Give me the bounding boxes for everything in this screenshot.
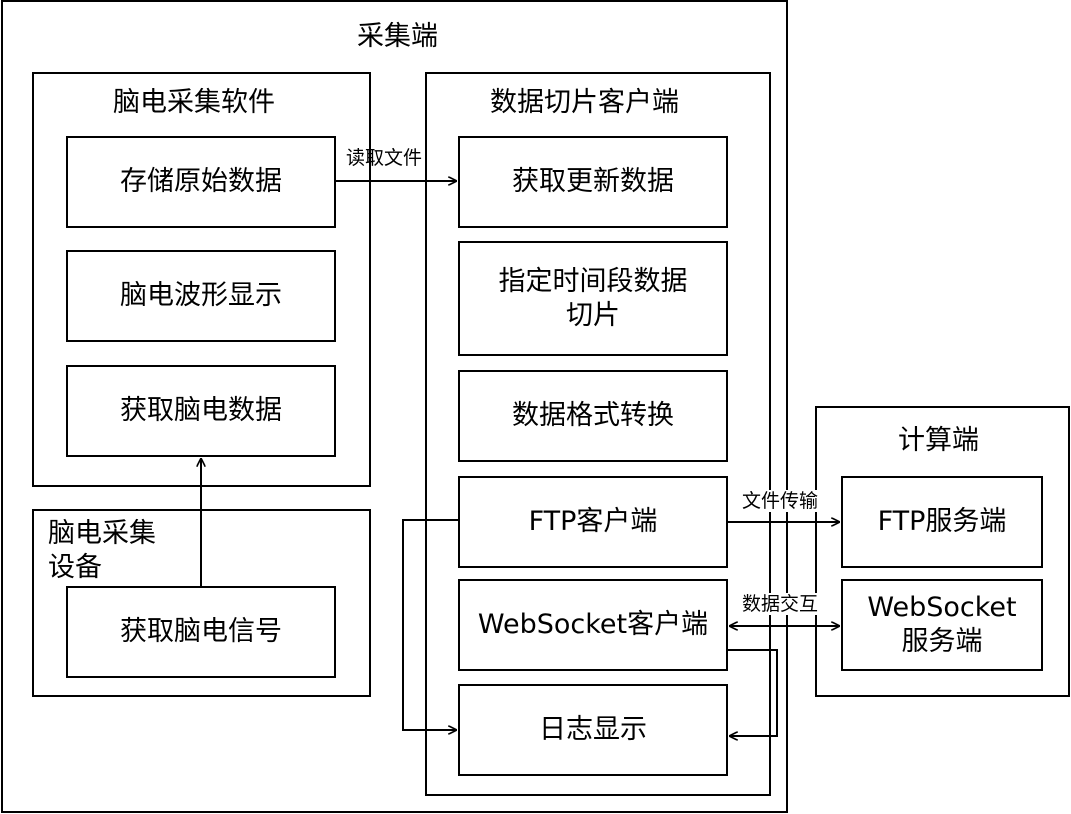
get-update-node: 获取更新数据 xyxy=(458,136,728,228)
log-node: 日志显示 xyxy=(458,684,728,776)
ws-server-node: WebSocket 服务端 xyxy=(841,579,1043,671)
collector-title: 采集端 xyxy=(357,21,438,52)
ws-client-node: WebSocket客户端 xyxy=(458,579,728,671)
ftp-server-node: FTP服务端 xyxy=(841,476,1043,568)
slicer-title: 数据切片客户端 xyxy=(490,87,679,118)
waveform-node: 脑电波形显示 xyxy=(66,250,336,342)
read-file-label: 读取文件 xyxy=(346,147,423,169)
convert-node: 数据格式转换 xyxy=(458,370,728,462)
compute-title: 计算端 xyxy=(898,425,979,456)
ftp-client-node: FTP客户端 xyxy=(458,476,728,568)
file-transfer-label: 文件传输 xyxy=(742,490,819,512)
data-exchange-label: 数据交互 xyxy=(742,593,819,615)
get-eeg-signal-node: 获取脑电信号 xyxy=(66,586,336,678)
slice-node: 指定时间段数据 切片 xyxy=(458,241,728,356)
get-eeg-data-node: 获取脑电数据 xyxy=(66,365,336,457)
eeg-device-title: 脑电采集 设备 xyxy=(48,518,156,583)
eeg-software-title: 脑电采集软件 xyxy=(113,87,275,118)
store-raw-node: 存储原始数据 xyxy=(66,136,336,228)
